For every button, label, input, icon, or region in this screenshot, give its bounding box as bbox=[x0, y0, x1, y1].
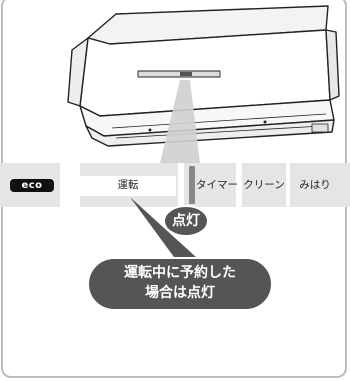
unten-label: 運転 bbox=[117, 179, 139, 191]
note-callout-pointer bbox=[130, 197, 208, 268]
lit-callout-bubble bbox=[163, 205, 209, 237]
panel-separators bbox=[60, 163, 290, 207]
timer-indicator-light bbox=[189, 166, 195, 204]
note-callout-line1: 運転中に予約した bbox=[124, 265, 236, 281]
mihari-label: みはり bbox=[299, 179, 331, 191]
lit-callout-text: 点灯 bbox=[172, 213, 200, 229]
clean-label: クリーン bbox=[243, 179, 285, 191]
timer-label: タイマー bbox=[196, 179, 238, 191]
highlight-beam bbox=[160, 80, 200, 163]
note-callout-line2: 場合は点灯 bbox=[145, 285, 215, 301]
note-callout-bubble bbox=[87, 257, 273, 311]
unten-label-box bbox=[80, 176, 176, 196]
air-conditioner-unit-icon bbox=[67, 5, 340, 147]
eco-label: eco bbox=[10, 179, 54, 192]
